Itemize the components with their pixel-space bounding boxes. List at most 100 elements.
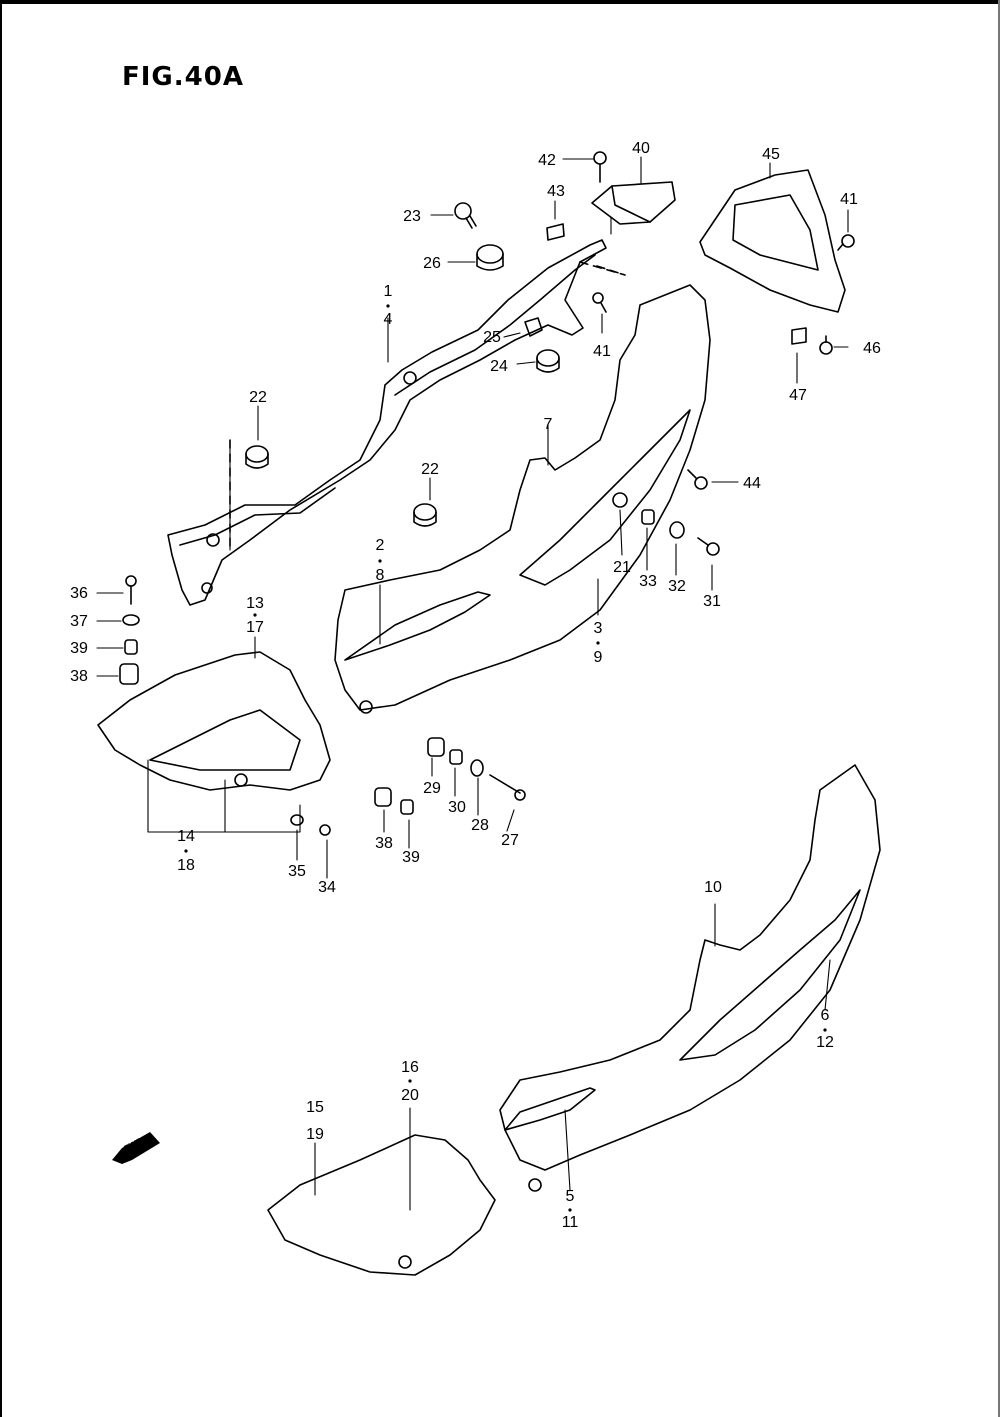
- callout-13: 13: [246, 595, 264, 612]
- callout-46: 46: [863, 340, 881, 357]
- cover-mount-hole: [234, 773, 248, 787]
- cowl-stripe: [344, 591, 491, 661]
- screw-41b-shape: [837, 234, 855, 251]
- screw-46-shape: [819, 335, 833, 355]
- callout-18: 18: [177, 857, 195, 874]
- callout-8: 8: [376, 567, 385, 584]
- seat-rail-inner-edge: [179, 254, 596, 546]
- callout-17: 17: [246, 619, 264, 636]
- callout-37: 37: [70, 613, 88, 630]
- cowl-graphic-gsxr: [519, 409, 691, 586]
- callout-39b: 39: [402, 849, 420, 866]
- side-cowl-upper: [334, 284, 711, 711]
- bolt-23-shape: [454, 202, 477, 229]
- nut-47-shape: [791, 327, 807, 345]
- washer-28-shape: [470, 759, 484, 777]
- callout-15: 15: [306, 1099, 324, 1116]
- callout-45: 45: [762, 146, 780, 163]
- washer-32-shape: [669, 521, 685, 539]
- collar-39b-shape: [400, 799, 414, 815]
- rail-mount-boss: [206, 533, 220, 547]
- seat-rail-frame: [167, 239, 607, 606]
- callout-19: 19: [306, 1126, 324, 1143]
- callout-39a: 39: [70, 640, 88, 657]
- bolt-31-shape: [697, 537, 720, 556]
- tail-cover-40-edge: [611, 185, 651, 223]
- callout-26: 26: [423, 255, 441, 272]
- cowl-mount-hole: [612, 492, 628, 508]
- bolt-36-shape: [125, 575, 137, 605]
- callout-30: 30: [448, 799, 466, 816]
- callout-20: 20: [401, 1087, 419, 1104]
- callout-41b: 41: [840, 191, 858, 208]
- screw-42-shape: [593, 151, 607, 183]
- callout-38a: 38: [70, 668, 88, 685]
- callout-9: 9: [594, 649, 603, 666]
- rail-mount-hole: [201, 582, 213, 594]
- grommet-26-shape: [476, 244, 504, 271]
- callout-2: 2: [376, 537, 385, 554]
- collar-33-shape: [641, 509, 655, 525]
- callout-14: 14: [177, 828, 195, 845]
- callout-33: 33: [639, 573, 657, 590]
- callout-24: 24: [490, 358, 508, 375]
- screw-44-shape: [687, 469, 708, 490]
- assembly-guide-line: [229, 261, 626, 551]
- callout-29: 29: [423, 780, 441, 797]
- grommet-29-shape: [427, 737, 445, 757]
- grommet-38b-shape: [374, 787, 392, 807]
- callout-36: 36: [70, 585, 88, 602]
- nut-35-shape: [290, 814, 304, 826]
- callout-40: 40: [632, 140, 650, 157]
- callout-labels: 1 4 2 8 3 9 5 11 6 12 7 10 13 17 14 18 1…: [70, 140, 881, 1231]
- cowl-stripe-lower: [504, 1087, 596, 1131]
- grab-rail-45-window: [732, 194, 819, 271]
- forward-direction-badge: FWD: [112, 1132, 160, 1164]
- front-cover-upper: [97, 651, 331, 791]
- nut-43-shape: [546, 223, 565, 241]
- callout-21: 21: [613, 559, 631, 576]
- callout-7: 7: [544, 416, 553, 433]
- callout-11: 11: [562, 1214, 579, 1231]
- cowl-mount-hole-lower: [528, 1178, 542, 1192]
- callout-3: 3: [594, 620, 603, 637]
- callout-27: 27: [501, 832, 519, 849]
- scan-border-top: [0, 0, 1000, 4]
- callout-1: 1: [384, 283, 393, 300]
- callout-38b: 38: [375, 835, 393, 852]
- figure-title: FIG.40A: [122, 62, 244, 92]
- callout-6: 6: [821, 1007, 830, 1024]
- callout-41a: 41: [593, 343, 611, 360]
- callout-10: 10: [704, 879, 722, 896]
- callout-34: 34: [318, 879, 336, 896]
- clip-25-shape: [524, 317, 543, 337]
- screw-34-shape: [319, 824, 331, 836]
- callout-4: 4: [384, 311, 393, 328]
- side-cowl-lower: [499, 764, 881, 1171]
- callout-22b: 22: [421, 461, 439, 478]
- scan-border-left: [0, 0, 2, 1417]
- cover-graphic: [149, 709, 301, 771]
- bolt-27-shape: [489, 774, 526, 801]
- callout-12: 12: [816, 1034, 834, 1051]
- callout-43: 43: [547, 183, 565, 200]
- callout-23: 23: [403, 208, 421, 225]
- collar-30-shape: [449, 749, 463, 765]
- callout-31: 31: [703, 593, 721, 610]
- cover-mount-hole-lower: [398, 1255, 412, 1269]
- callout-25: 25: [483, 329, 501, 346]
- callout-44: 44: [743, 475, 761, 492]
- callout-28: 28: [471, 817, 489, 834]
- callout-16: 16: [401, 1059, 419, 1076]
- washer-37-shape: [122, 614, 140, 626]
- grommet-24-shape: [536, 349, 560, 373]
- tail-cover-40: [591, 181, 676, 225]
- rail-mount-boss: [403, 371, 417, 385]
- grab-rail-45: [699, 169, 846, 313]
- scan-border-right: [998, 0, 1000, 1417]
- callout-35: 35: [288, 863, 306, 880]
- cowl-mount-hole: [359, 700, 373, 714]
- leader-lines: [96, 156, 849, 1211]
